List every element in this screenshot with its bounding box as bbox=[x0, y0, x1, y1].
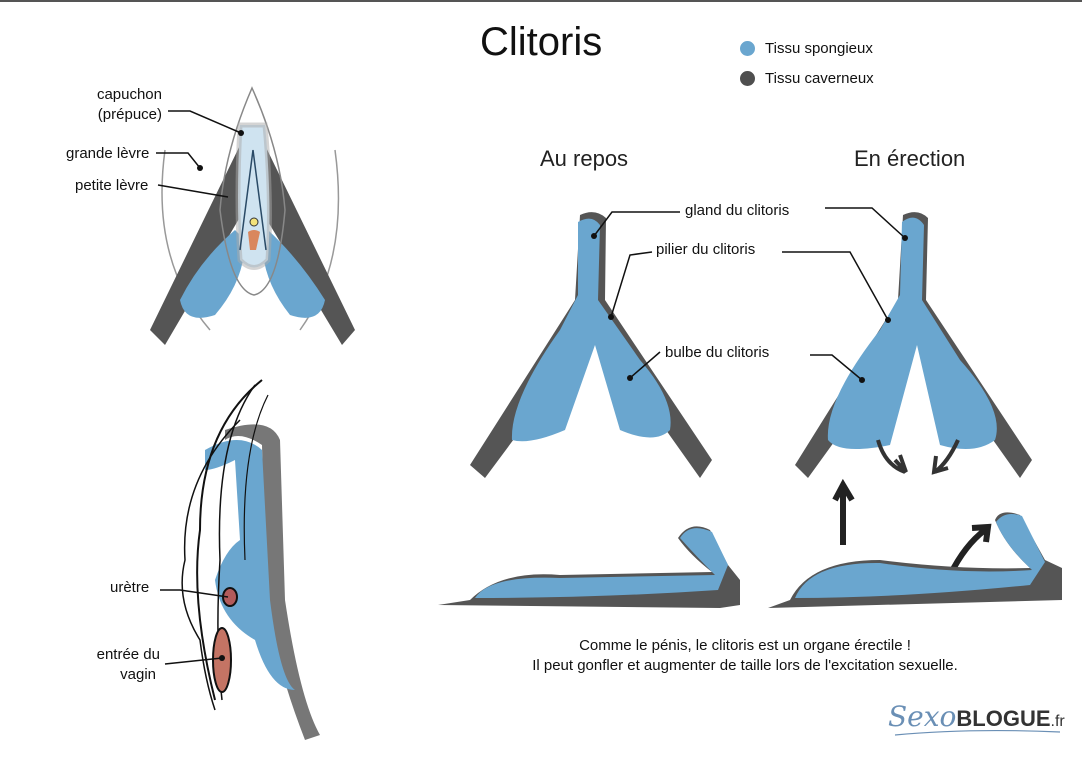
legend-swatch bbox=[740, 71, 755, 86]
caption-line-2: Il peut gonfler et augmenter de taille l… bbox=[532, 657, 958, 674]
logo-script: Sexo bbox=[888, 700, 957, 733]
logo-underline bbox=[894, 729, 1061, 736]
erect-clitoris-illustration bbox=[768, 207, 1062, 608]
label-grande-levre: grande lèvre bbox=[66, 145, 150, 162]
logo-bold: BLOGUE bbox=[956, 706, 1051, 731]
label-bulbe: bulbe du clitoris bbox=[665, 344, 770, 361]
caption: Comme le pénis, le clitoris est un organ… bbox=[470, 636, 1020, 676]
logo-tld: .fr bbox=[1050, 713, 1065, 730]
label-petite-levre: petite lèvre bbox=[75, 177, 149, 194]
side-view-illustration bbox=[160, 379, 320, 740]
label-vagin-2: vagin bbox=[120, 666, 156, 683]
legend-swatch bbox=[740, 41, 755, 56]
page-title: Clitoris bbox=[480, 20, 603, 64]
legend-label: Tissu caverneux bbox=[765, 70, 874, 87]
sexoblogue-logo: Sexo BLOGUE .fr bbox=[888, 700, 1065, 733]
label-pilier: pilier du clitoris bbox=[656, 241, 756, 258]
label-uretre: urètre bbox=[110, 579, 150, 596]
label-capuchon: capuchon bbox=[96, 86, 162, 103]
rest-heading: Au repos bbox=[540, 146, 629, 171]
label-vagin-1: entrée du bbox=[96, 646, 160, 663]
front-view-illustration bbox=[150, 86, 355, 345]
caption-line-1: Comme le pénis, le clitoris est un organ… bbox=[579, 637, 911, 654]
legend-label: Tissu spongieux bbox=[765, 40, 873, 57]
legend-item-spongy: Tissu spongieux bbox=[740, 40, 873, 57]
legend-item-cavernous: Tissu caverneux bbox=[740, 70, 874, 87]
top-border bbox=[0, 0, 1082, 2]
label-prepuce: (prépuce) bbox=[97, 106, 162, 123]
erect-heading: En érection bbox=[854, 146, 966, 171]
label-gland: gland du clitoris bbox=[685, 202, 790, 219]
rest-clitoris-illustration bbox=[438, 211, 740, 608]
